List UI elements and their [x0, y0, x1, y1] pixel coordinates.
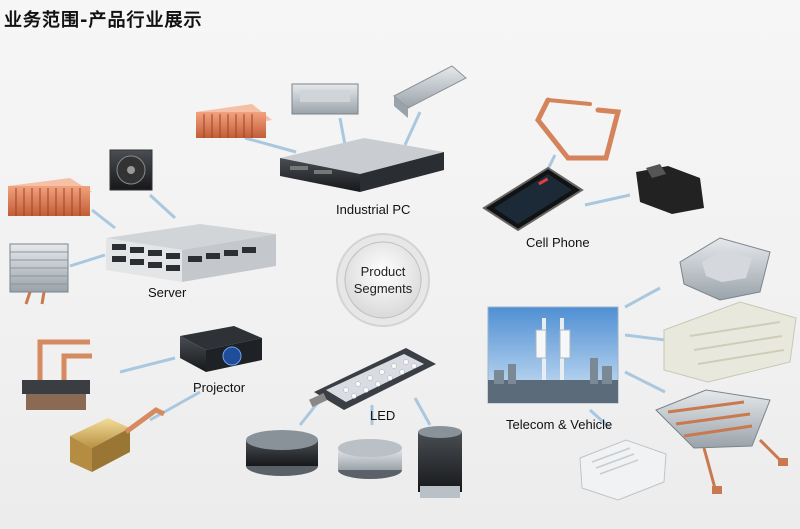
center-label-line1: Product [361, 264, 406, 279]
label-industrial-pc: Industrial PC [336, 202, 410, 217]
telecom-tower-photo [487, 306, 619, 404]
server-cluster: Server [8, 149, 276, 305]
copper-heatsink-image [196, 104, 272, 138]
projector-image [180, 326, 262, 372]
page-title: 业务范围-产品行业展示 [4, 10, 203, 31]
copper-heatsink-image [8, 178, 92, 216]
cell-phone-cluster: Cell Phone [482, 97, 704, 250]
street-light-image [309, 348, 436, 410]
telecom-vehicle-cluster: Telecom & Vehicle [487, 237, 797, 501]
heat-pipe-heatsink-image [9, 243, 69, 305]
industrial-pc-rack-image [280, 138, 444, 192]
aluminum-heatsink-image [291, 83, 359, 115]
copper-block-image [70, 407, 166, 472]
graphite-sheet-image [636, 164, 704, 214]
heat-pipe-assembly-image [22, 339, 92, 410]
heat-pipe-loop-image [535, 97, 622, 161]
cylinder-heatsink-image [418, 426, 462, 498]
center-product-segments: Product Segments [336, 233, 430, 327]
projector-cluster: Projector [22, 326, 262, 472]
liquid-cooling-plate-image [655, 389, 788, 494]
fan-cooler-image [109, 149, 153, 191]
extruded-profile-image [393, 65, 467, 118]
label-led: LED [370, 408, 395, 423]
industrial-pc-cluster: Industrial PC [196, 65, 467, 217]
center-label-line2: Segments [354, 281, 413, 296]
label-cell-phone: Cell Phone [526, 235, 590, 250]
led-cluster: LED [246, 348, 462, 498]
electronic-housing-image [579, 439, 667, 501]
label-projector: Projector [193, 380, 246, 395]
radial-heatsink-image [246, 430, 318, 476]
cold-plate-image [663, 301, 797, 383]
pin-fin-heatsink-image [338, 439, 402, 479]
label-server: Server [148, 285, 187, 300]
diecast-housing-image [679, 237, 771, 301]
smartphone-image [482, 166, 584, 232]
server-rack-image [106, 224, 276, 282]
label-telecom-vehicle: Telecom & Vehicle [506, 417, 612, 432]
